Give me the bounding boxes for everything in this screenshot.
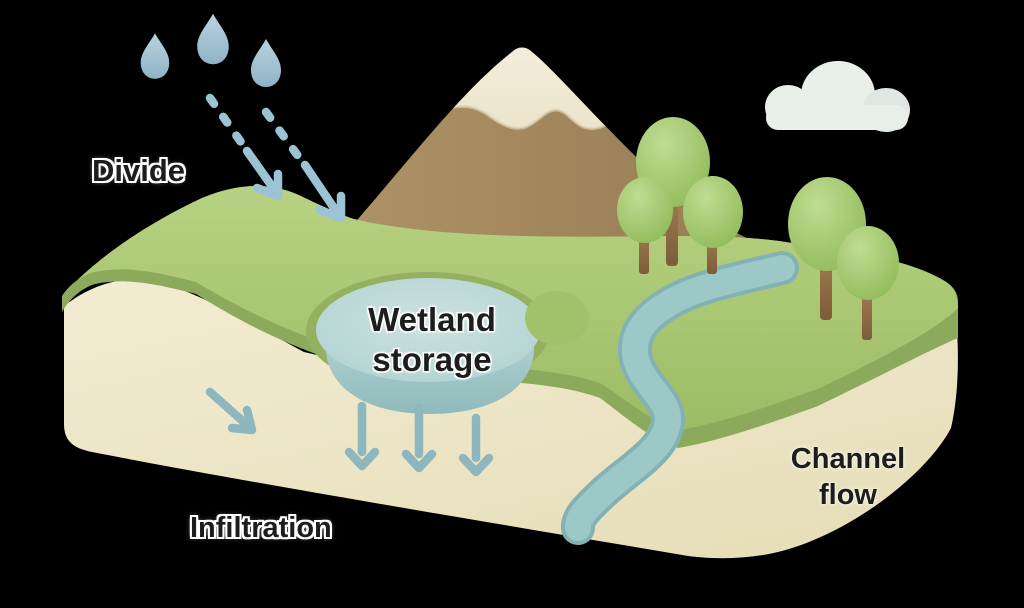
rain-arrow-head-icon <box>252 169 283 201</box>
river-channel <box>565 255 795 541</box>
tree-canopy <box>617 177 673 243</box>
infiltration-arrow-head-icon <box>401 449 437 473</box>
infiltration-arrows <box>205 387 494 477</box>
infiltration-arrow-head-icon <box>344 447 380 471</box>
tree <box>617 177 673 274</box>
soil-cross-section <box>64 279 958 559</box>
rainfall <box>140 13 346 223</box>
tree <box>837 226 899 340</box>
rain-arrow-shaft <box>300 160 343 219</box>
cloud-base <box>766 105 908 130</box>
tree-trunk <box>820 256 832 320</box>
wetland-pond <box>306 272 589 414</box>
rain-arrow-dashes <box>261 107 306 165</box>
tree <box>683 176 743 274</box>
rain-arrow-shaft <box>242 146 281 197</box>
wetland-bank-lobe <box>525 291 589 345</box>
infiltration-arrow-head-icon <box>458 453 494 477</box>
rain-arrow-head-icon <box>315 191 346 223</box>
trees <box>617 117 899 340</box>
snow-edge <box>424 102 651 131</box>
cloud-icon <box>765 61 910 132</box>
raindrop-icon <box>197 13 229 65</box>
raindrop-icon <box>251 39 281 87</box>
infiltration-arrow-head-icon <box>227 405 257 435</box>
infiltration-arrow-shaft <box>205 387 251 429</box>
tree-trunk <box>862 292 872 340</box>
tree-canopy <box>837 226 899 300</box>
wetland-surface <box>316 278 540 382</box>
rain-arrow-dashes <box>205 93 248 150</box>
river <box>561 251 799 545</box>
tree-canopy <box>683 176 743 248</box>
raindrop-icon <box>140 33 170 79</box>
